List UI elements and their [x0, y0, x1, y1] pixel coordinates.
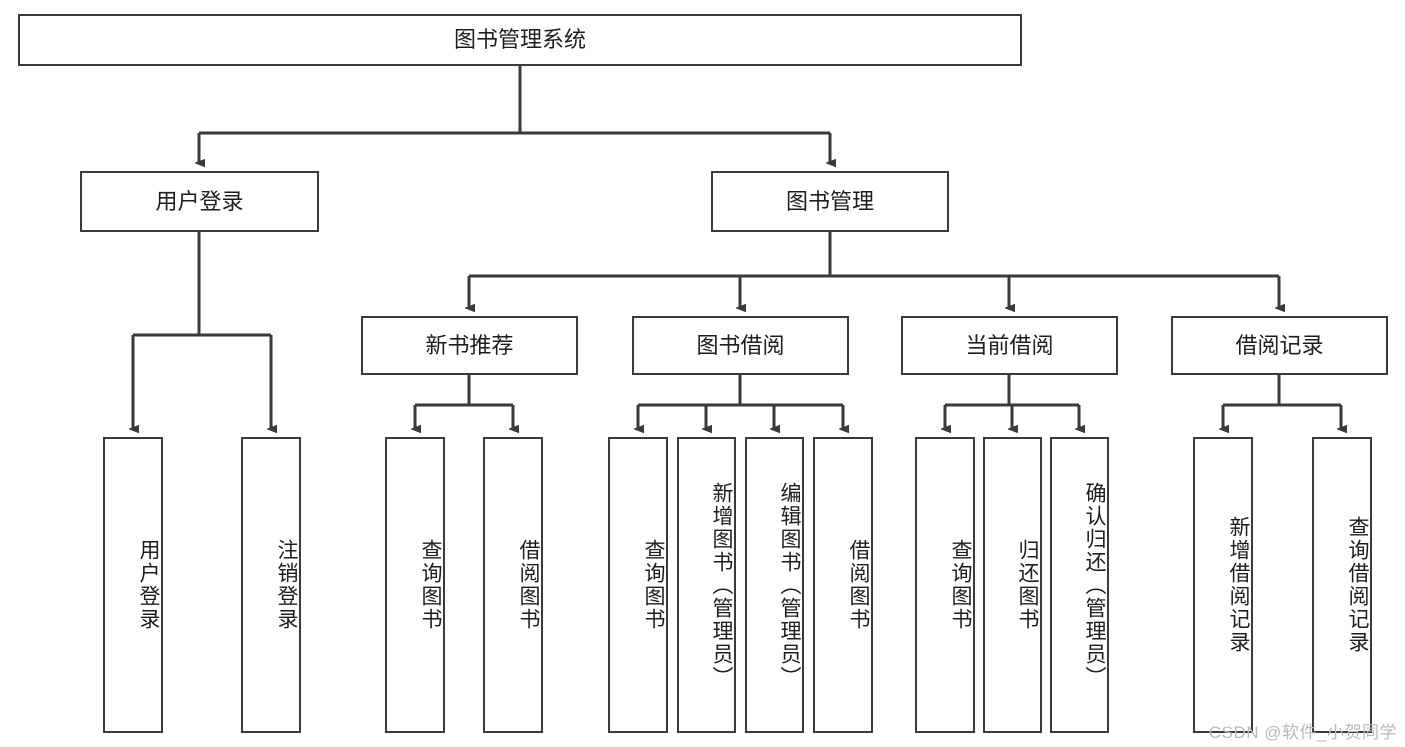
node-label: 用户登录 [155, 188, 244, 214]
leaf-recommend-query-book[interactable]: 查询图书 [385, 437, 445, 733]
node-label: 新增图书（管理员） [710, 481, 733, 689]
node-label: 借阅图书 [847, 539, 870, 631]
node-user-login[interactable]: 用户登录 [80, 171, 319, 232]
node-label: 确认归还（管理员） [1083, 481, 1106, 689]
node-label: 图书管理系统 [453, 27, 586, 53]
node-root-book-management-system[interactable]: 图书管理系统 [18, 14, 1022, 66]
watermark: CSDN @软件_小贺同学 [1208, 723, 1397, 742]
node-label: 图书管理 [785, 188, 874, 214]
leaf-borrow-query-book[interactable]: 查询图书 [608, 437, 668, 733]
leaf-current-confirm-return-admin[interactable]: 确认归还（管理员） [1050, 437, 1109, 733]
node-label: 编辑图书（管理员） [778, 481, 801, 689]
node-label: 查询图书 [419, 539, 442, 631]
node-label: 新增借阅记录 [1227, 516, 1250, 654]
leaf-borrow-edit-book-admin[interactable]: 编辑图书（管理员） [745, 437, 804, 733]
node-label: 用户登录 [137, 539, 160, 631]
node-label: 查询借阅记录 [1346, 516, 1369, 654]
node-label: 当前借阅 [965, 332, 1054, 358]
leaf-current-query-book[interactable]: 查询图书 [915, 437, 975, 733]
node-label: 图书借阅 [696, 332, 785, 358]
node-new-book-recommend[interactable]: 新书推荐 [361, 316, 578, 375]
leaf-current-return-book[interactable]: 归还图书 [983, 437, 1042, 733]
node-label: 借阅图书 [517, 539, 540, 631]
node-borrow-record[interactable]: 借阅记录 [1171, 316, 1388, 375]
leaf-user-login-logout[interactable]: 注销登录 [241, 437, 301, 733]
node-book-management[interactable]: 图书管理 [711, 171, 949, 232]
node-current-borrow[interactable]: 当前借阅 [901, 316, 1118, 375]
node-label: 归还图书 [1016, 539, 1039, 631]
leaf-borrow-borrow-book[interactable]: 借阅图书 [813, 437, 873, 733]
node-label: 新书推荐 [425, 332, 514, 358]
node-label: 借阅记录 [1235, 332, 1324, 358]
node-book-borrow[interactable]: 图书借阅 [632, 316, 849, 375]
leaf-record-query-borrow-record[interactable]: 查询借阅记录 [1312, 437, 1372, 733]
leaf-record-add-borrow-record[interactable]: 新增借阅记录 [1193, 437, 1253, 733]
node-label: 注销登录 [275, 539, 298, 631]
leaf-borrow-add-book-admin[interactable]: 新增图书（管理员） [677, 437, 736, 733]
leaf-recommend-borrow-book[interactable]: 借阅图书 [483, 437, 543, 733]
leaf-user-login-login[interactable]: 用户登录 [103, 437, 163, 733]
node-label: 查询图书 [949, 539, 972, 631]
node-label: 查询图书 [642, 539, 665, 631]
